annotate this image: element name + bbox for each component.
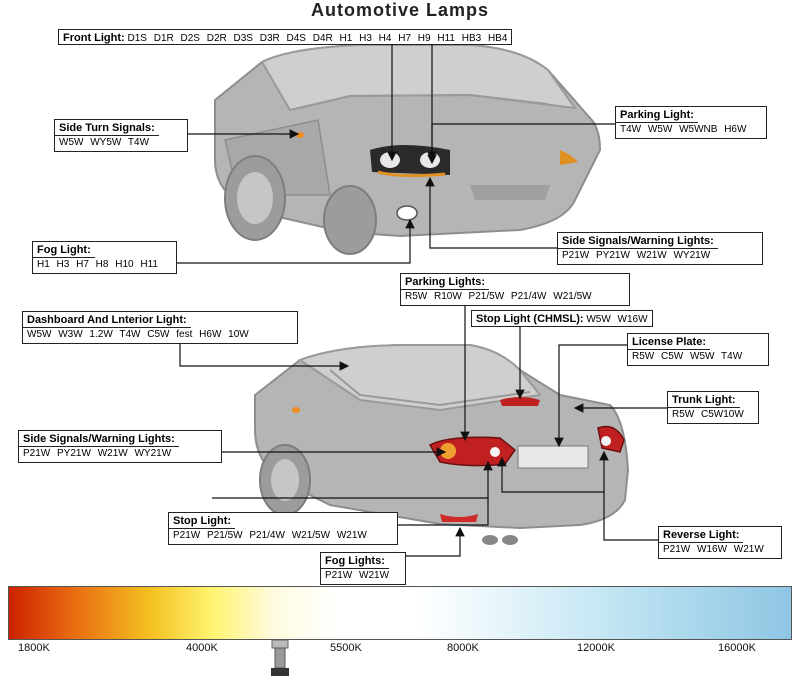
- stop-light-callout: Stop Light: P21W P21/5W P21/4W W21/5W W2…: [168, 512, 398, 545]
- reverse-light-codes: P21W W16W W21W: [663, 544, 764, 555]
- stop-light-chmsl-callout: Stop Light (CHMSL): W5W W16W: [471, 310, 653, 327]
- rear-side-signals-codes: P21W PY21W W21W WY21W: [23, 448, 172, 459]
- dashboard-light-heading: Dashboard And Lnterior Light:: [23, 312, 191, 328]
- kelvin-label-4000: 4000K: [186, 642, 218, 654]
- stop-light-codes: P21W P21/5W P21/4W W21/5W W21W: [173, 530, 367, 541]
- fog-light-heading: Fog Light:: [33, 242, 95, 258]
- rear-car-illustration: [254, 344, 630, 545]
- dashboard-light-callout: Dashboard And Lnterior Light: W5W W3W 1.…: [22, 311, 298, 344]
- front-light-callout: Front Light: D1S D1R D2S D2R D3S D3R D4S…: [58, 29, 513, 45]
- rear-leader-lines: [179, 302, 668, 557]
- kelvin-label-12000: 12000K: [577, 642, 615, 654]
- front-side-signals-heading: Side Signals/Warning Lights:: [558, 233, 718, 249]
- license-plate-callout: License Plate: R5W C5W W5W T4W: [627, 333, 769, 366]
- parking-lights-heading: Parking Lights:: [401, 274, 490, 290]
- rear-side-signals-callout: Side Signals/Warning Lights: P21W PY21W …: [18, 430, 222, 463]
- fog-light-callout: Fog Light: H1 H3 H7 H8 H10 H11: [32, 241, 177, 274]
- front-light-heading: Front Light:: [63, 32, 125, 44]
- fog-lights-heading: Fog Lights:: [321, 553, 389, 569]
- kelvin-label-16000: 16000K: [718, 642, 756, 654]
- trunk-light-callout: Trunk Light: R5W C5W10W: [667, 391, 759, 424]
- kelvin-label-1800: 1800K: [18, 642, 50, 654]
- license-plate-heading: License Plate:: [628, 334, 710, 350]
- reverse-light-heading: Reverse Light:: [659, 527, 744, 543]
- license-plate-codes: R5W C5W W5W T4W: [632, 351, 743, 362]
- stop-light-heading: Stop Light:: [169, 513, 236, 529]
- front-leader-lines: [177, 44, 618, 264]
- trunk-light-heading: Trunk Light:: [668, 392, 740, 408]
- kelvin-label-8000: 8000K: [447, 642, 479, 654]
- trunk-light-codes: R5W C5W10W: [672, 409, 744, 420]
- rear-side-signals-heading: Side Signals/Warning Lights:: [19, 431, 179, 447]
- parking-lights-callout: Parking Lights: R5W R10W P21/5W P21/4W W…: [400, 273, 630, 306]
- side-turn-signals-callout: Side Turn Signals: W5W WY5W T4W: [54, 119, 188, 152]
- parking-light-codes: T4W W5W W5WNB H6W: [620, 124, 747, 135]
- dashboard-light-codes: W5W W3W 1.2W T4W C5W fest H6W 10W: [27, 329, 249, 340]
- front-side-signals-callout: Side Signals/Warning Lights: P21W PY21W …: [557, 232, 763, 265]
- front-car-illustration: [214, 44, 602, 255]
- fog-light-codes: H1 H3 H7 H8 H10 H11: [37, 259, 158, 270]
- parking-light-callout: Parking Light: T4W W5W W5WNB H6W: [615, 106, 767, 139]
- parking-light-heading: Parking Light:: [616, 107, 698, 123]
- kelvin-label-5500: 5500K: [330, 642, 362, 654]
- side-turn-signals-heading: Side Turn Signals:: [55, 120, 159, 136]
- stop-light-chmsl-heading: Stop Light (CHMSL):: [476, 313, 584, 325]
- front-side-signals-codes: P21W PY21W W21W WY21W: [562, 250, 711, 261]
- stop-light-chmsl-codes: W5W W16W: [586, 314, 648, 325]
- page-title: Automotive Lamps: [310, 0, 490, 20]
- color-temperature-bar: [8, 586, 792, 640]
- fog-lights-codes: P21W W21W: [325, 570, 390, 581]
- reverse-light-callout: Reverse Light: P21W W16W W21W: [658, 526, 782, 559]
- parking-lights-codes: R5W R10W P21/5W P21/4W W21/5W: [405, 291, 592, 302]
- side-turn-signals-codes: W5W WY5W T4W: [59, 137, 150, 148]
- fog-lights-callout: Fog Lights: P21W W21W: [320, 552, 406, 585]
- front-light-codes: D1S D1R D2S D2R D3S D3R D4S D4R H1 H3 H4…: [127, 33, 508, 44]
